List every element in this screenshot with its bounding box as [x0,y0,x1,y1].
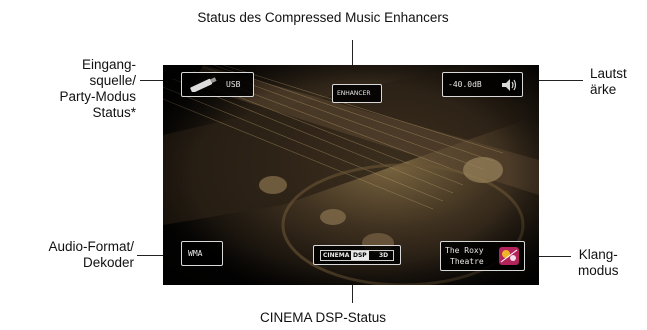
sound-mode-label: Klang- modus [578,247,619,279]
leader-line-sound-mode [533,256,571,257]
input-source-label-line3: Party-Modus [59,89,136,104]
audio-format-label: Audio-Format/ Dekoder [10,239,134,271]
enhancer-indicator: ENHANCER [332,84,382,103]
input-source-label-line4: Status* [92,105,136,120]
sound-program-line2: Theatre [450,257,484,266]
volume-value: -40.0dB [448,80,482,89]
enhancer-value: ENHANCER [337,90,371,97]
sound-mode-label-line1: Klang- [578,247,618,262]
usb-stick-icon [190,77,217,92]
cinema-dsp-status-label: CINEMA DSP-Status [259,310,387,325]
input-source-value: USB [226,80,241,89]
volume-label: Lautst ärke [590,66,627,98]
dsp-word-dsp: DSP [351,251,369,260]
leader-line-volume [525,80,583,81]
audio-format-label-line1: Audio-Format/ [48,239,134,254]
cinema-dsp-logo: CINEMA DSP 3D [320,250,394,261]
leader-line-input [140,80,181,81]
input-source-label: Eingang- squelle/ Party-Modus Status* [20,57,136,121]
input-source-indicator: USB [181,72,254,97]
dsp-word-cinema: CINEMA [323,252,350,259]
volume-label-line1: Lautst [590,66,627,81]
sound-program-line1: The Roxy [445,246,484,255]
speaker-icon [502,79,517,91]
sound-mode-label-line2: modus [578,263,619,278]
audio-format-indicator: WMA [181,241,223,266]
volume-label-line2: ärke [590,82,617,97]
tv-screen: USB ENHANCER -40.0dB WMA CINEMA DSP 3D T… [163,65,539,285]
sound-program-indicator: The Roxy Theatre [440,241,525,271]
dsp-word-3d: 3D [379,252,389,259]
cinema-dsp-indicator: CINEMA DSP 3D [313,245,401,265]
leader-line-audio-format [137,255,181,256]
enhancer-status-label: Status des Compressed Music Enhancers [197,10,449,25]
sound-program-icon [499,247,519,265]
audio-format-value: WMA [188,249,203,258]
input-source-label-line2: squelle/ [89,73,136,88]
leader-line-enhancer [352,40,353,86]
volume-indicator: -40.0dB [442,72,523,97]
audio-format-label-line2: Dekoder [82,255,134,270]
input-source-label-line1: Eingang- [81,57,136,72]
